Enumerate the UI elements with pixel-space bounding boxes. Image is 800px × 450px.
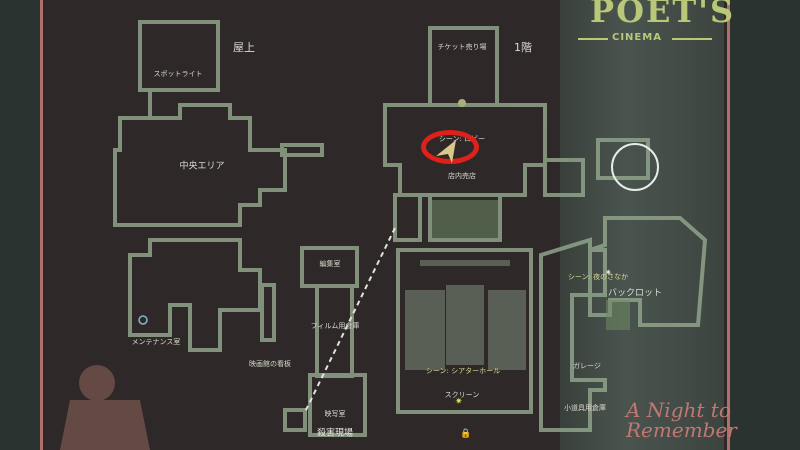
- poster-panel: [560, 0, 724, 450]
- fountain-marker: [458, 99, 466, 107]
- concession-floor: [432, 200, 498, 238]
- question-icon[interactable]: [138, 315, 148, 325]
- room-maintenance: [128, 238, 262, 352]
- side-room: [543, 158, 585, 197]
- player-location-marker: [421, 130, 479, 164]
- seat-block: [405, 290, 445, 370]
- spotlight-label: スポットライト: [153, 70, 203, 78]
- room-concession: [428, 193, 502, 242]
- film-camera-icon: [60, 365, 150, 450]
- maintenance-label: メンテナンス室: [131, 338, 181, 346]
- murder-scene-label: 殺害現場: [316, 428, 354, 439]
- floor-first-label: 1階: [514, 41, 532, 54]
- cinema-sign-label: 映画館の看板: [249, 360, 291, 368]
- seat-block: [446, 285, 484, 365]
- player-arrow-icon: [436, 140, 456, 163]
- backlot-platform: [606, 300, 630, 330]
- projection-label: 映写室: [324, 410, 346, 418]
- ticket-booth-label: チケット売り場: [437, 43, 487, 51]
- film-storage-label: フィルム用倉庫: [310, 322, 360, 330]
- tagline-line1: A Night to: [626, 398, 731, 422]
- room-theater: [396, 248, 533, 414]
- lock-icon: 🔒: [460, 428, 471, 439]
- backlot-label: バックロット: [607, 288, 663, 299]
- logo-divider: [578, 38, 608, 40]
- elevator-shaft: [260, 283, 276, 342]
- concession-label: 店内売店: [448, 172, 476, 180]
- screen-label: スクリーン: [444, 391, 480, 399]
- seat-block: [488, 290, 526, 370]
- stairwell: [283, 408, 307, 432]
- room-central-area: [113, 90, 287, 227]
- room-ticket-booth: [428, 26, 499, 107]
- theater-scene-label: シーン: シアターホール: [425, 367, 501, 375]
- tagline-line2: Remember: [626, 418, 737, 442]
- room-garage: [539, 237, 607, 432]
- poets-logo: POET'S: [590, 0, 736, 30]
- central-area-label: 中央エリア: [179, 161, 225, 172]
- seat-block: [420, 260, 510, 266]
- movie-tagline: A Night to Remember: [626, 400, 737, 440]
- side-room: [393, 193, 422, 242]
- theater-seats: [405, 260, 526, 370]
- screen-star-icon: ✷: [455, 397, 463, 407]
- backlot-star-icon: ✷: [605, 268, 612, 277]
- dashed-path: [304, 227, 396, 413]
- room-spotlight: [138, 20, 220, 92]
- garage-label: ガレージ: [573, 362, 601, 370]
- midnight-scene-label: シーン: 夜のさなか: [567, 273, 629, 281]
- room-film-storage: [315, 284, 354, 378]
- room-lobby: [383, 103, 547, 197]
- editing-label: 編集室: [319, 260, 341, 268]
- floor-roof-label: 屋上: [233, 41, 255, 54]
- prop-storage-label: 小道具用倉庫: [564, 404, 606, 412]
- cinema-logo: CINEMA: [612, 32, 662, 43]
- corridor: [280, 143, 324, 157]
- room-projection: [308, 373, 367, 437]
- location-highlight-circle: [611, 143, 659, 191]
- logo-divider: [672, 38, 712, 40]
